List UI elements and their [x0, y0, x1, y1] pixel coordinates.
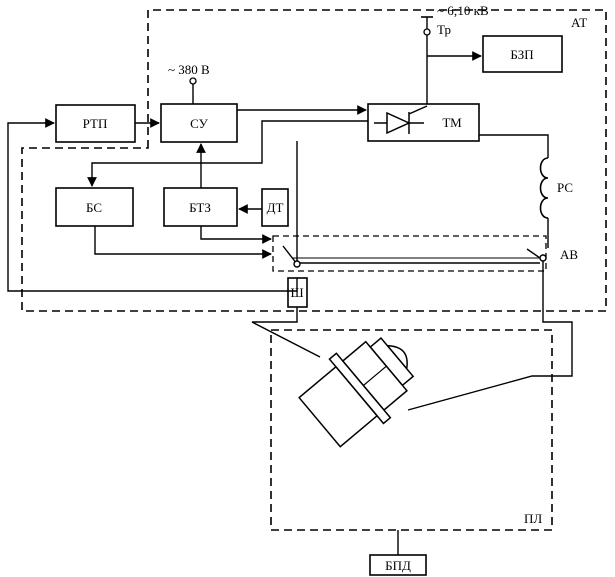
label-dt: ДТ: [267, 200, 284, 215]
label-su: СУ: [190, 116, 208, 131]
transformer-terminal: [421, 16, 433, 105]
label-supply-hv: ~ 6;10 кВ: [437, 3, 489, 18]
supply-380-terminal: [189, 77, 197, 104]
label-bzp: БЗП: [510, 47, 533, 62]
label-supply-lv: ~ 380 В: [168, 62, 210, 77]
block-bs: [55, 187, 134, 227]
label-bs: БС: [86, 200, 102, 215]
block-bzp: [482, 35, 563, 73]
label-transformer: Тр: [437, 22, 451, 37]
pl-boundary: [270, 329, 553, 531]
label-av: АВ: [560, 247, 578, 262]
label-pl: ПЛ: [524, 511, 542, 526]
label-sh: Ш: [290, 285, 303, 300]
label-btz: БТЗ: [189, 200, 211, 215]
label-rtp: РТП: [83, 116, 108, 131]
cutting-head: [298, 337, 415, 448]
label-at: АТ: [571, 15, 587, 30]
block-su: [160, 103, 238, 143]
reactor-coil: [539, 157, 549, 219]
block-dt: [261, 188, 289, 227]
thyristor-symbol: [374, 105, 428, 135]
label-bpd: БПД: [385, 558, 411, 573]
label-rs: РС: [557, 180, 573, 195]
breaker-contacts: [282, 245, 547, 268]
wires: [7, 105, 573, 555]
at-boundary: [21, 9, 607, 312]
label-tm: ТМ: [442, 115, 462, 130]
av-boundary: [272, 235, 547, 272]
